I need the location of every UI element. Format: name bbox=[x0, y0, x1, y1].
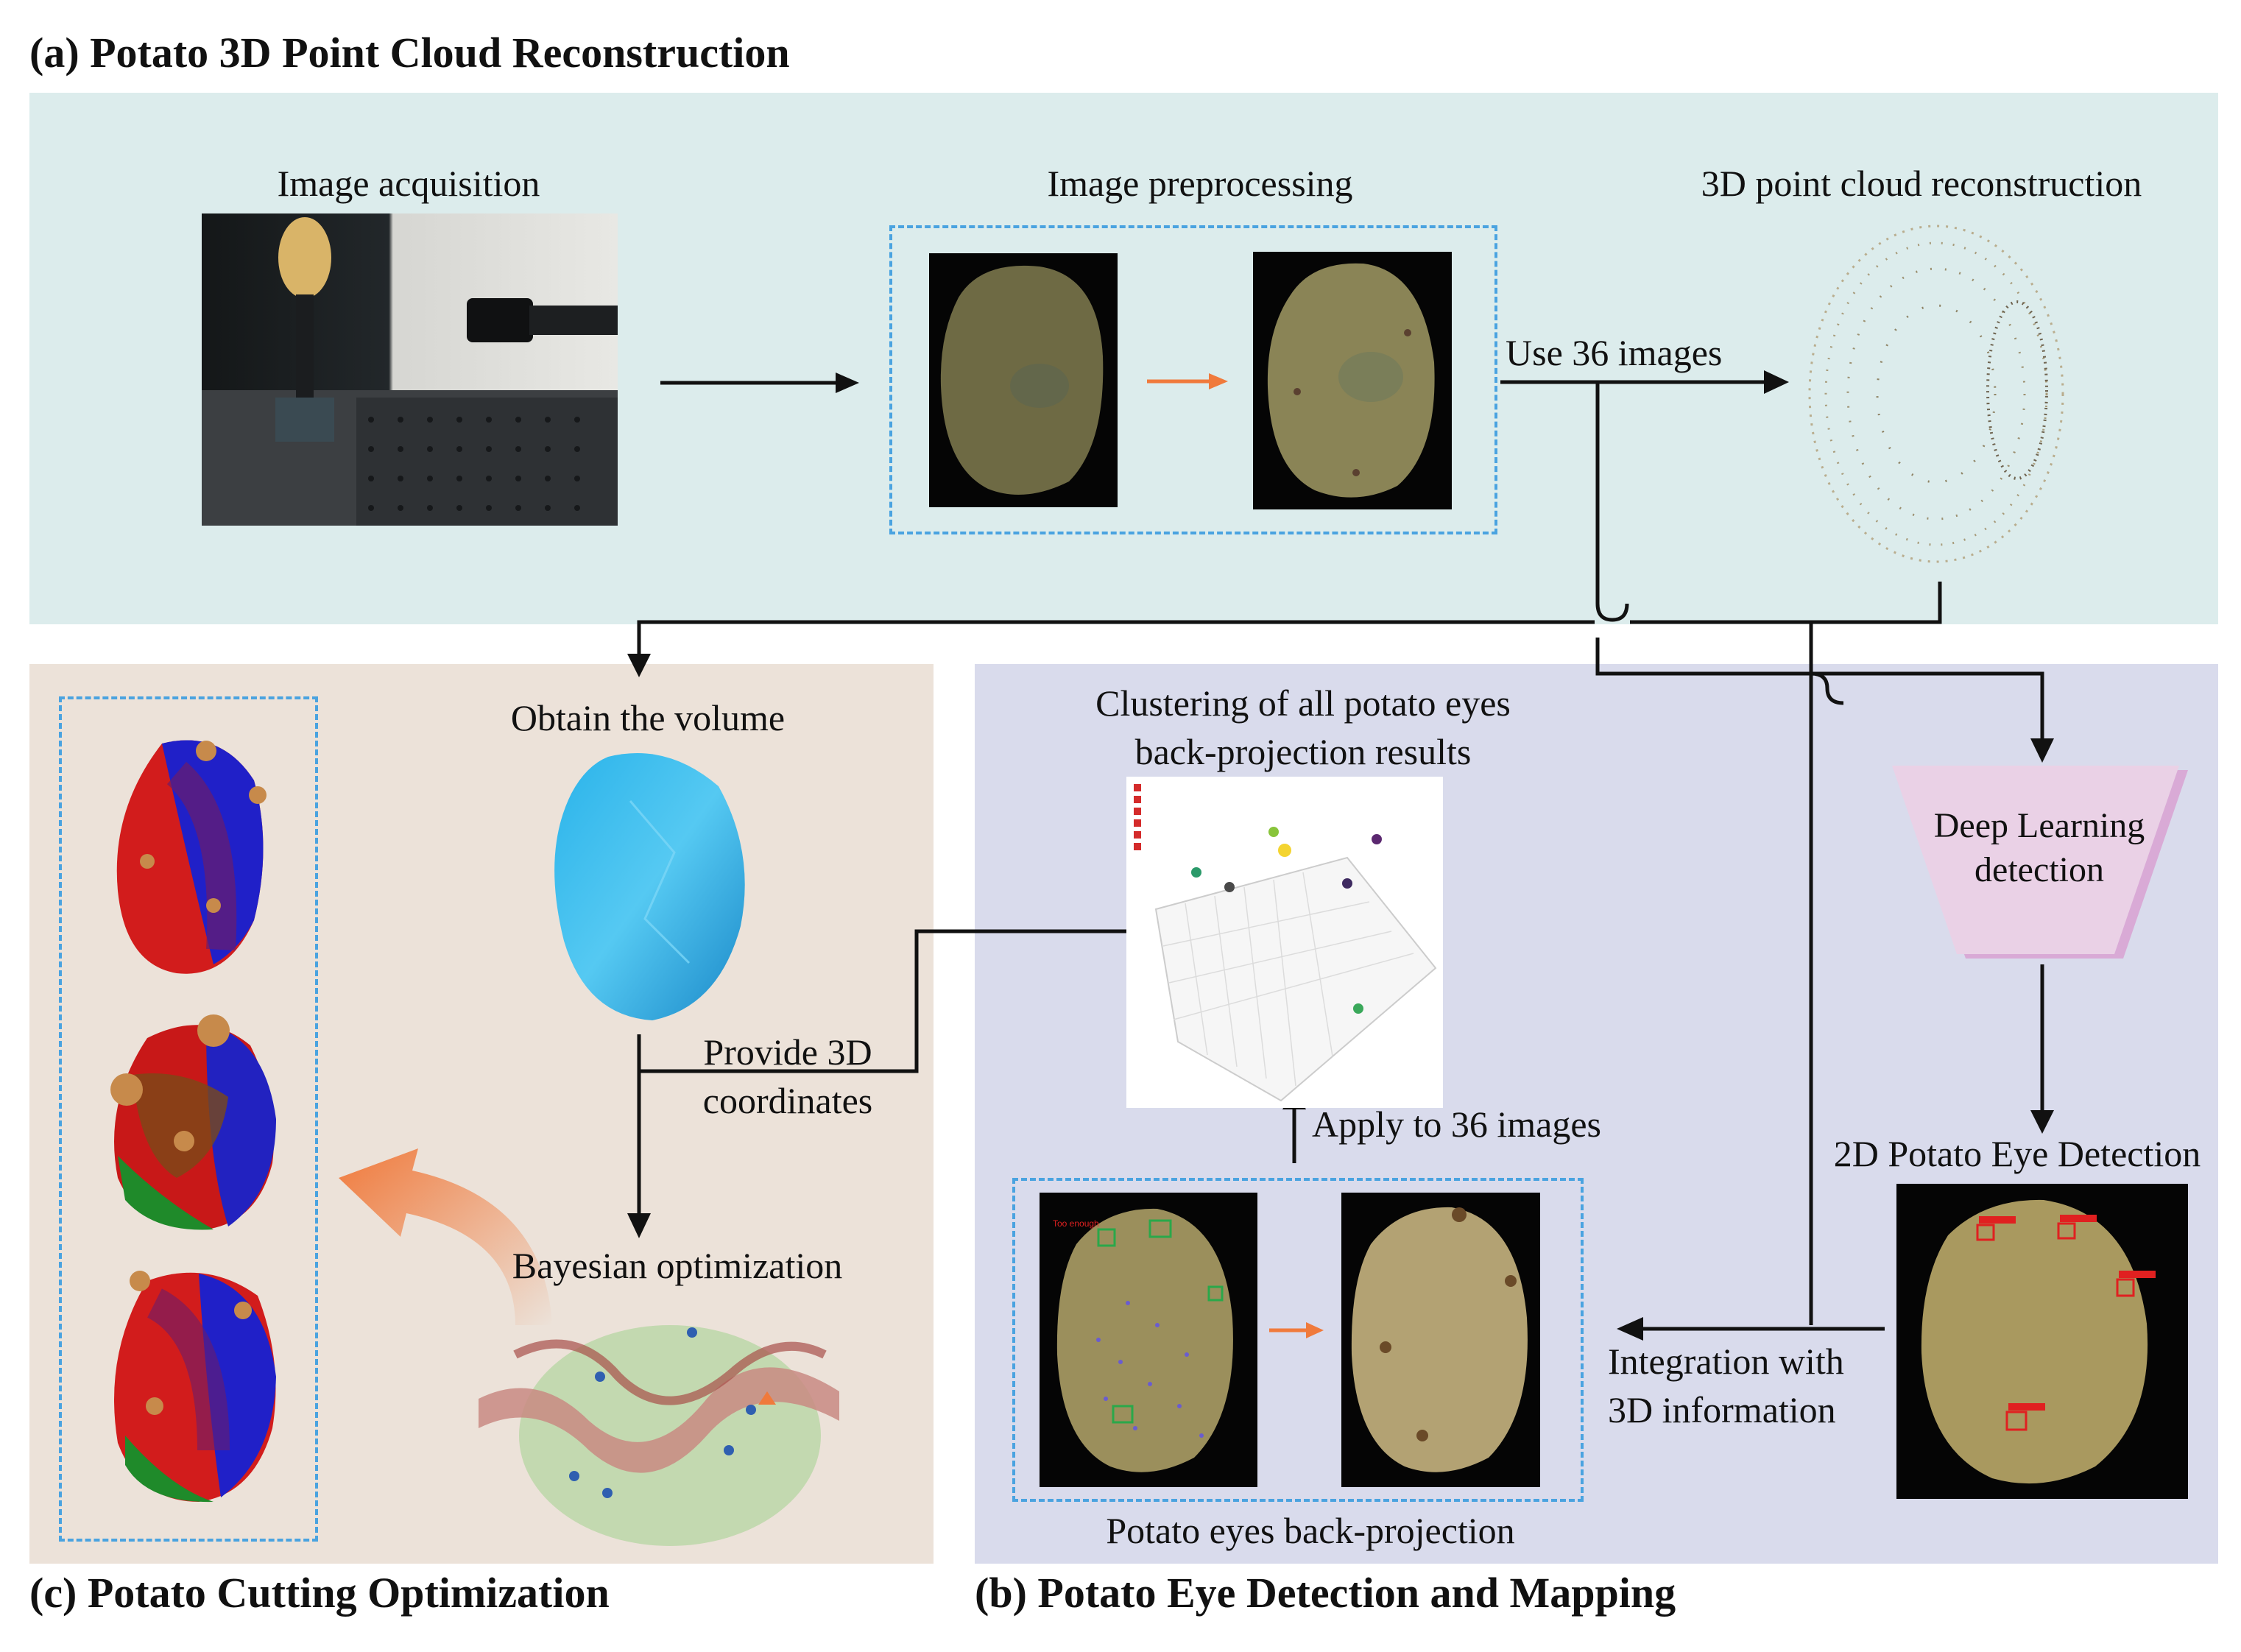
use-images-label: Use 36 images bbox=[1506, 332, 1723, 373]
cut-potato-2 bbox=[110, 1014, 276, 1230]
deep-learning-line1: Deep Learning bbox=[1933, 806, 2145, 845]
obtain-volume-label: Obtain the volume bbox=[510, 697, 786, 738]
deep-learning-block bbox=[1892, 766, 2188, 959]
orange-arrow-preprocessing bbox=[1147, 373, 1228, 389]
section-b-title: (b) Potato Eye Detection and Mapping bbox=[975, 1569, 1676, 1617]
orange-curved-arrow bbox=[339, 1148, 552, 1325]
bayesian-surface bbox=[479, 1325, 839, 1546]
eye-detection-photo bbox=[1896, 1184, 2188, 1499]
section-a-title: (a) Potato 3D Point Cloud Reconstruction bbox=[29, 29, 790, 77]
back-projection-label: Potato eyes back-projection bbox=[1106, 1510, 1515, 1551]
preprocessing-dashed-box bbox=[889, 225, 1497, 534]
orange-arrow-back-projection bbox=[1269, 1322, 1324, 1338]
back-projection-dashed-box bbox=[1012, 1178, 1584, 1502]
svg-text:Too enough: Too enough bbox=[1053, 1218, 1099, 1229]
clustering-line2: back-projection results bbox=[1134, 731, 1472, 772]
arrow-acquisition-to-preprocessing bbox=[660, 373, 859, 393]
provide-coords-line1: Provide 3D bbox=[703, 1031, 872, 1073]
image-acquisition-label: Image acquisition bbox=[277, 163, 540, 204]
cut-potato-1 bbox=[116, 740, 267, 974]
bayesian-label: Bayesian optimization bbox=[512, 1245, 843, 1286]
image-preprocessing-label: Image preprocessing bbox=[1047, 163, 1353, 204]
preprocessing-original-photo bbox=[929, 253, 1118, 507]
preprocessing-enhanced-photo bbox=[1253, 252, 1452, 509]
eye-detection-2d-label: 2D Potato Eye Detection bbox=[1833, 1133, 2201, 1174]
point-cloud-image bbox=[1808, 225, 2064, 563]
cut-potato-3 bbox=[114, 1271, 276, 1503]
point-cloud-label: 3D point cloud reconstruction bbox=[1701, 163, 2142, 204]
clustering-3d-plot bbox=[1126, 777, 1443, 1108]
deep-learning-line2: detection bbox=[1974, 850, 2104, 889]
volume-mesh bbox=[554, 753, 745, 1020]
acquisition-photo bbox=[202, 213, 618, 526]
apply-images-label: Apply to 36 images bbox=[1312, 1104, 1602, 1145]
section-c-title: (c) Potato Cutting Optimization bbox=[29, 1569, 610, 1617]
cutting-results-dashed-box bbox=[59, 696, 318, 1542]
clustering-line1: Clustering of all potato eyes bbox=[1095, 682, 1511, 724]
provide-coords-line2: coordinates bbox=[702, 1080, 873, 1121]
integration-line1: Integration with bbox=[1608, 1341, 1844, 1382]
back-projection-photo-2 bbox=[1341, 1193, 1540, 1487]
integration-line2: 3D information bbox=[1608, 1389, 1836, 1430]
arrow-to-point-cloud bbox=[1500, 370, 1789, 394]
back-projection-photo-1: Too enough bbox=[1040, 1193, 1257, 1487]
